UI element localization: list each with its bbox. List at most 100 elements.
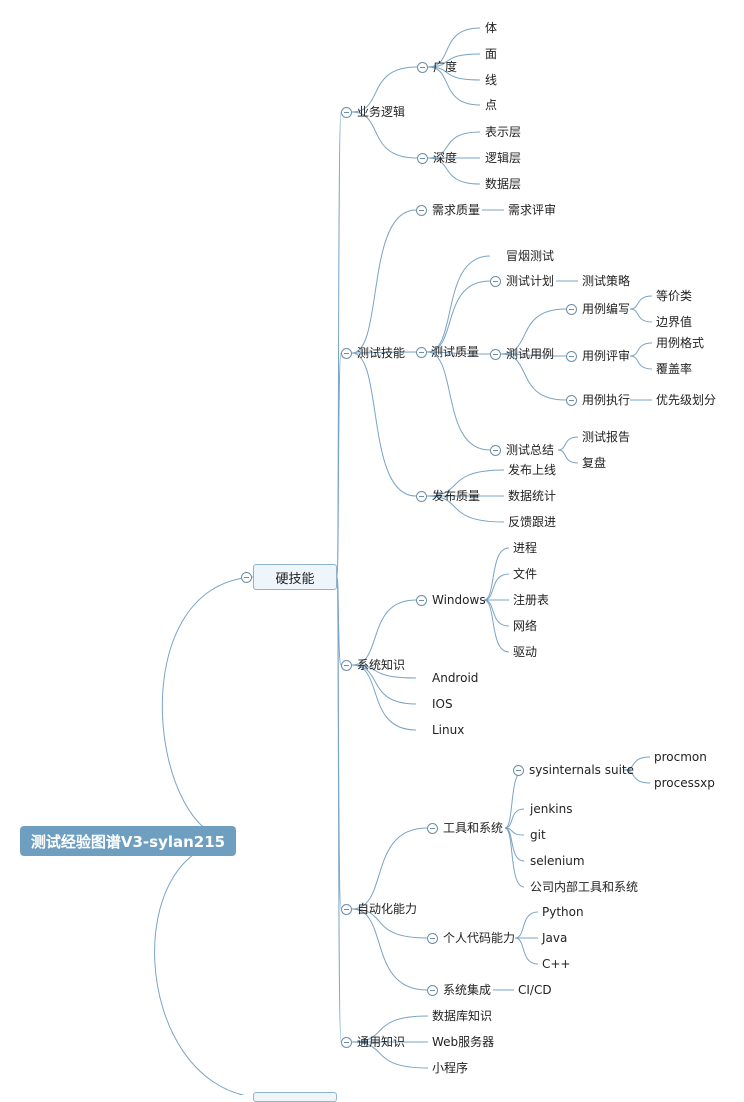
leaf-item[interactable]: 测试报告 xyxy=(582,430,631,444)
leaf-item[interactable]: processxp xyxy=(654,776,715,790)
node-tools-systems[interactable]: 工具和系统 xyxy=(443,821,504,835)
leaf-item[interactable]: 边界值 xyxy=(656,315,693,329)
leaf-item[interactable]: jenkins xyxy=(530,802,573,816)
collapse-toggle-icon[interactable] xyxy=(341,660,352,671)
leaf-item[interactable]: git xyxy=(530,828,546,842)
leaf-item[interactable]: 点 xyxy=(485,98,498,112)
collapse-toggle-icon[interactable] xyxy=(417,153,428,164)
leaf-item[interactable]: 体 xyxy=(485,21,498,35)
node-system-knowledge[interactable]: 系统知识 xyxy=(357,658,406,672)
leaf-item[interactable]: 冒烟测试 xyxy=(506,249,555,263)
node-depth[interactable]: 深度 xyxy=(433,151,458,165)
node-business-logic[interactable]: 业务逻辑 xyxy=(357,105,406,119)
collapse-toggle-icon[interactable] xyxy=(416,491,427,502)
leaf-item[interactable]: 反馈跟进 xyxy=(508,515,557,529)
leaf-item[interactable]: Linux xyxy=(432,723,465,737)
node-test-quality[interactable]: 测试质量 xyxy=(431,345,480,359)
collapse-toggle-icon[interactable] xyxy=(416,347,427,358)
leaf-item[interactable]: 发布上线 xyxy=(508,463,557,477)
connector-line xyxy=(623,756,651,771)
leaf-item[interactable]: 线 xyxy=(485,73,498,87)
node-release-quality[interactable]: 发布质量 xyxy=(432,489,481,503)
connector-line xyxy=(426,469,505,497)
leaf-item[interactable]: selenium xyxy=(530,854,585,868)
leaf-item[interactable]: 表示层 xyxy=(485,125,522,139)
connector-line xyxy=(483,599,510,627)
leaf-item[interactable]: Web服务器 xyxy=(432,1035,495,1049)
node-coding-ability[interactable]: 个人代码能力 xyxy=(443,931,516,945)
collapse-toggle-icon[interactable] xyxy=(427,823,438,834)
root-node[interactable]: 测试经验图谱V3-sylan215 xyxy=(20,826,236,856)
topic-label: 硬技能 xyxy=(275,571,315,587)
collapse-toggle-icon[interactable] xyxy=(341,348,352,359)
leaf-item[interactable]: 注册表 xyxy=(513,593,550,607)
node-automation[interactable]: 自动化能力 xyxy=(357,902,418,916)
connector-line xyxy=(351,827,428,910)
topic-next-partial[interactable] xyxy=(253,1092,337,1102)
collapse-toggle-icon[interactable] xyxy=(341,107,352,118)
leaf-item[interactable]: 进程 xyxy=(513,541,538,555)
leaf-item[interactable]: 测试策略 xyxy=(582,274,631,288)
leaf-item[interactable]: Android xyxy=(432,671,479,685)
connector-line xyxy=(426,351,491,355)
node-breadth[interactable]: 广度 xyxy=(433,60,458,74)
leaf-item[interactable]: 驱动 xyxy=(513,645,538,659)
collapse-toggle-icon[interactable] xyxy=(513,765,524,776)
topic-hard-skills[interactable]: 硬技能 xyxy=(253,564,337,590)
collapse-toggle-icon[interactable] xyxy=(490,445,501,456)
leaf-item[interactable]: 公司内部工具和系统 xyxy=(530,880,639,894)
leaf-item[interactable]: 用例格式 xyxy=(656,336,705,350)
connector-line xyxy=(483,547,510,601)
leaf-item[interactable]: 面 xyxy=(485,47,498,61)
node-general-knowledge[interactable]: 通用知识 xyxy=(357,1035,406,1049)
node-test-skills[interactable]: 测试技能 xyxy=(357,346,406,360)
node-case-exec[interactable]: 用例执行 xyxy=(582,393,631,407)
leaf-item[interactable]: 覆盖率 xyxy=(656,362,693,376)
collapse-toggle-icon[interactable] xyxy=(341,904,352,915)
connector-line xyxy=(427,66,481,106)
node-test-case[interactable]: 测试用例 xyxy=(506,347,555,361)
leaf-item[interactable]: procmon xyxy=(654,750,707,764)
leaf-item[interactable]: 复盘 xyxy=(582,456,607,470)
connector-line xyxy=(427,53,481,68)
leaf-item[interactable]: 数据统计 xyxy=(508,489,557,503)
leaf-item[interactable]: Java xyxy=(542,931,568,945)
collapse-toggle-icon[interactable] xyxy=(490,276,501,287)
leaf-item[interactable]: 等价类 xyxy=(656,289,693,303)
collapse-toggle-icon[interactable] xyxy=(566,351,577,362)
leaf-item[interactable]: CI/CD xyxy=(518,983,552,997)
leaf-item[interactable]: 数据库知识 xyxy=(432,1009,493,1023)
connector-line xyxy=(514,937,539,965)
connector-line xyxy=(351,111,418,159)
leaf-item[interactable]: 文件 xyxy=(513,567,538,581)
collapse-toggle-icon[interactable] xyxy=(417,62,428,73)
collapse-toggle-icon[interactable] xyxy=(341,1037,352,1048)
collapse-toggle-icon[interactable] xyxy=(427,933,438,944)
node-requirement-quality[interactable]: 需求质量 xyxy=(432,203,481,217)
leaf-item[interactable]: C++ xyxy=(542,957,571,971)
node-test-plan[interactable]: 测试计划 xyxy=(506,274,555,288)
leaf-item[interactable]: 需求评审 xyxy=(508,203,557,217)
leaf-item[interactable]: IOS xyxy=(432,697,453,711)
collapse-toggle-icon[interactable] xyxy=(241,572,252,583)
collapse-toggle-icon[interactable] xyxy=(427,985,438,996)
collapse-toggle-icon[interactable] xyxy=(490,349,501,360)
leaf-item[interactable]: 网络 xyxy=(513,619,538,633)
leaf-item[interactable]: 小程序 xyxy=(432,1061,469,1075)
collapse-toggle-icon[interactable] xyxy=(566,395,577,406)
collapse-toggle-icon[interactable] xyxy=(566,304,577,315)
leaf-item[interactable]: 优先级划分 xyxy=(656,393,717,407)
node-case-review[interactable]: 用例评审 xyxy=(582,349,631,363)
node-test-summary[interactable]: 测试总结 xyxy=(506,443,555,457)
leaf-item[interactable]: Python xyxy=(542,905,584,919)
connector-line xyxy=(351,908,428,939)
leaf-item[interactable]: 数据层 xyxy=(485,177,522,191)
node-system-integration[interactable]: 系统集成 xyxy=(443,983,492,997)
node-sysinternals[interactable]: sysinternals suite xyxy=(529,763,634,777)
node-case-write[interactable]: 用例编写 xyxy=(582,302,631,316)
collapse-toggle-icon[interactable] xyxy=(416,205,427,216)
collapse-toggle-icon[interactable] xyxy=(416,595,427,606)
leaf-item[interactable]: 逻辑层 xyxy=(485,151,522,165)
node-windows[interactable]: Windows xyxy=(432,593,486,607)
